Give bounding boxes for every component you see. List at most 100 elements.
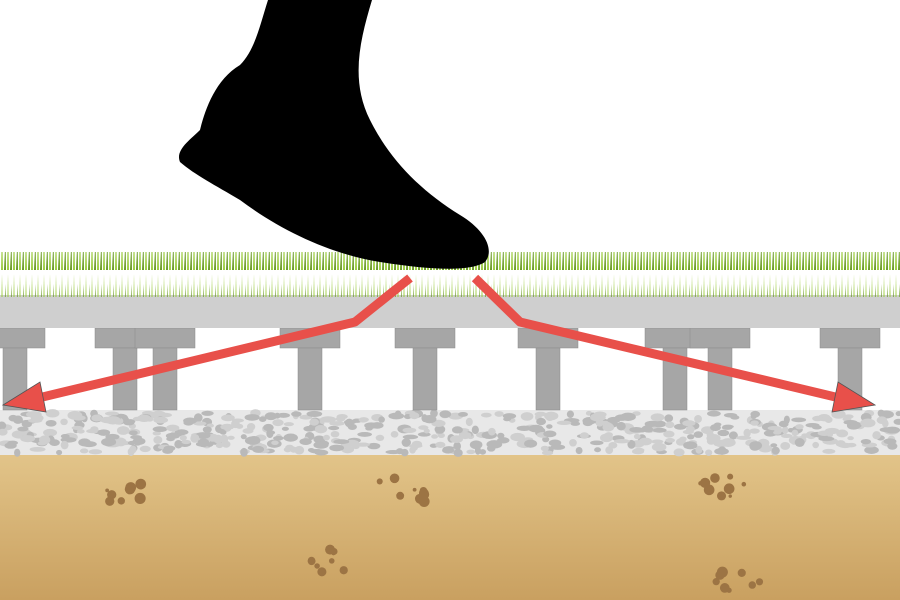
- pebble: [116, 426, 130, 435]
- pebble: [330, 430, 340, 438]
- soil-spot: [412, 487, 417, 492]
- pebble: [767, 426, 782, 431]
- pebble: [153, 435, 163, 444]
- pebble: [449, 435, 463, 444]
- pebble: [263, 423, 274, 432]
- soil-spot: [105, 496, 115, 506]
- pebble: [843, 419, 858, 425]
- pebble: [153, 416, 169, 424]
- pebble: [860, 418, 876, 428]
- pebble: [201, 410, 214, 416]
- pebble: [743, 428, 751, 438]
- pebble: [780, 433, 793, 438]
- pebble: [29, 446, 46, 452]
- pebble: [202, 426, 212, 433]
- pebble: [893, 418, 900, 425]
- soil-spot: [710, 473, 720, 483]
- pebble: [60, 440, 69, 450]
- pebble: [78, 438, 91, 447]
- pebble: [4, 442, 17, 449]
- pebble: [129, 430, 138, 436]
- pebble: [876, 416, 888, 424]
- pebble: [601, 435, 610, 442]
- pebble: [497, 437, 510, 444]
- soil-layer: [0, 455, 900, 600]
- pebble: [778, 420, 789, 428]
- soil-spot: [134, 492, 146, 504]
- pebble: [72, 415, 86, 421]
- pebble: [375, 434, 385, 442]
- pebble: [271, 440, 279, 446]
- pebble: [378, 416, 385, 423]
- pebble: [627, 439, 636, 449]
- pebble: [365, 426, 373, 431]
- soil-spot: [728, 494, 732, 498]
- pebble: [309, 418, 319, 426]
- pebble: [812, 415, 823, 422]
- pebble: [105, 433, 120, 440]
- pebble: [30, 414, 44, 422]
- soil-spots: [105, 473, 764, 593]
- soil-spot: [330, 548, 338, 555]
- pebble: [306, 410, 323, 417]
- pebble: [542, 436, 550, 443]
- soil-spot: [737, 568, 746, 577]
- pebble: [60, 433, 70, 439]
- pebble: [818, 436, 835, 442]
- pebble: [650, 413, 665, 422]
- pebble: [805, 422, 820, 428]
- pebble: [294, 445, 305, 455]
- pebble: [442, 447, 455, 454]
- left-arrowhead-icon: [1, 381, 47, 413]
- soil-spot: [419, 486, 428, 495]
- pebble: [157, 412, 172, 418]
- pebble: [486, 440, 503, 449]
- pebble: [812, 441, 820, 449]
- soil-spot: [716, 491, 727, 501]
- pebble: [39, 435, 51, 445]
- pebble: [220, 423, 235, 430]
- pebble: [356, 442, 370, 447]
- pebble: [367, 442, 381, 450]
- pebble: [694, 414, 702, 423]
- pebble: [629, 426, 644, 433]
- pebble: [488, 427, 496, 436]
- pebble: [750, 420, 759, 426]
- pebble: [465, 417, 473, 427]
- pebble: [283, 422, 294, 427]
- pebble: [400, 448, 409, 457]
- pebble: [791, 417, 807, 423]
- pebble: [127, 440, 136, 446]
- pebble: [101, 437, 117, 447]
- pebble: [749, 428, 760, 434]
- pebble: [244, 436, 261, 445]
- load-distribution-arrows: [1, 274, 877, 413]
- pebble: [423, 428, 430, 434]
- pebble: [582, 419, 593, 427]
- pedestal: [134, 327, 196, 411]
- pebble: [721, 425, 733, 430]
- pebble: [590, 440, 604, 446]
- pebble: [593, 411, 607, 418]
- pebble: [827, 429, 834, 438]
- pebble: [45, 409, 60, 418]
- pebble: [320, 416, 337, 423]
- pebble: [674, 423, 687, 430]
- soil-spot: [755, 578, 764, 586]
- pebble: [664, 414, 674, 423]
- pebble: [60, 418, 68, 426]
- pebble: [643, 426, 654, 433]
- pebble: [633, 433, 641, 440]
- soil-spot: [117, 497, 125, 505]
- left-arrow-shaft: [28, 274, 413, 405]
- pebble: [285, 444, 294, 450]
- soil-spot: [105, 488, 110, 493]
- pebble: [359, 418, 367, 423]
- pebble: [91, 414, 103, 422]
- pebble: [544, 411, 559, 421]
- pebble: [303, 425, 316, 432]
- pebble: [651, 442, 667, 452]
- pebble: [705, 449, 713, 456]
- pebble: [166, 424, 180, 432]
